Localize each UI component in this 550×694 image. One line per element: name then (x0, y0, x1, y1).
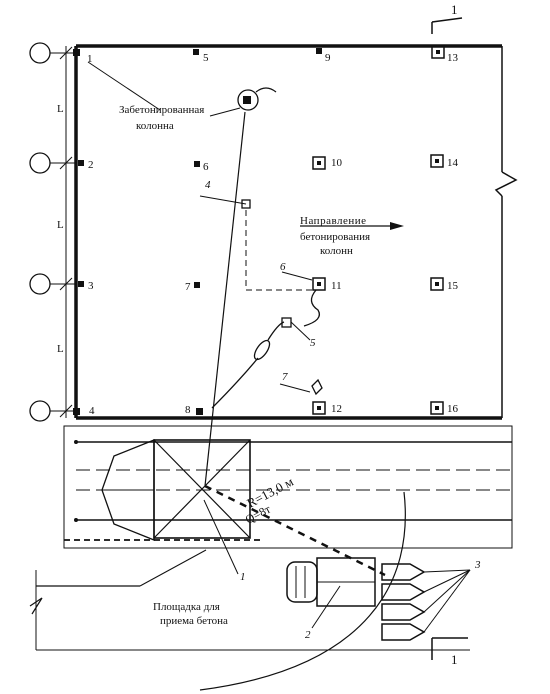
direction-label-3: колонн (320, 245, 353, 257)
column-formwork (430, 154, 444, 168)
concrete-truck (286, 557, 376, 607)
axis-markers: L L L (29, 42, 76, 422)
column-number: 4 (89, 405, 95, 417)
axis-spacing-label: L (57, 219, 64, 231)
columns (73, 45, 445, 415)
column-solid (78, 281, 84, 287)
vibrator-equipment: 5 (211, 289, 321, 409)
column-number: 16 (447, 403, 459, 415)
column-solid (194, 282, 200, 288)
tower-crane (101, 439, 251, 541)
column-number: 3 (88, 280, 94, 292)
item-5-label: 5 (310, 337, 316, 349)
column-number: 9 (325, 52, 331, 64)
building-outline (74, 44, 518, 420)
crane-swing-arc (199, 491, 406, 691)
column-number: 5 (203, 52, 209, 64)
section-mark-bottom: 1 (431, 637, 468, 667)
item-3-label: 3 (474, 559, 481, 571)
section-mark-bottom-label: 1 (451, 652, 458, 667)
column-solid (193, 49, 199, 55)
column-number: 6 (203, 161, 209, 173)
column-number-labels: 1 2 3 4 5 6 7 8 9 10 11 12 13 14 15 16 (87, 52, 459, 417)
concreted-column-label-1: Забетонированная (119, 104, 204, 116)
reception-label-1: Площадка для (153, 601, 220, 613)
item-6-label: 6 (280, 261, 286, 273)
column-number: 1 (87, 53, 93, 65)
item-4-marker: 4 (199, 179, 251, 209)
column-number: 14 (447, 157, 459, 169)
direction-label-1: Направление (300, 215, 367, 227)
crane-boom-line (204, 111, 246, 487)
column-number: 12 (331, 403, 342, 415)
concrete-buckets: 3 (381, 559, 481, 641)
axis-spacing-label: L (57, 343, 64, 355)
column-number: 11 (331, 280, 342, 292)
section-mark-top: 1 (431, 2, 463, 34)
crane-base (153, 439, 251, 539)
concrete-bucket (237, 87, 277, 111)
column-solid (316, 48, 322, 54)
section-mark-top-label: 1 (451, 2, 458, 17)
item-1-leader: 1 (203, 499, 246, 583)
axis-spacing-label: L (57, 103, 64, 115)
axis-bubble (29, 152, 51, 174)
reception-label-2: приема бетона (160, 615, 228, 627)
item-7-label: 7 (282, 371, 288, 383)
axis-bubble (29, 400, 51, 422)
column-solid (194, 161, 200, 167)
column-number: 13 (447, 52, 459, 64)
item-1-label: 1 (240, 571, 246, 583)
column-number: 15 (447, 280, 459, 292)
item-7-marker: 7 (279, 371, 323, 396)
column-formwork (430, 401, 444, 415)
direction-label-2: бетонирования (300, 231, 370, 243)
column-solid (73, 49, 80, 56)
column-formwork (312, 401, 326, 415)
reception-area: Площадка для приема бетона (29, 549, 470, 651)
concreted-column-callout: Забетонированная колонна (87, 61, 241, 132)
concreted-column-label-2: колонна (136, 120, 174, 132)
column-solid (78, 160, 84, 166)
item-2-label: 2 (305, 629, 311, 641)
column-number: 8 (185, 404, 191, 416)
column-formwork (312, 156, 326, 170)
item-2-leader: 2 (305, 585, 341, 641)
column-number: 10 (331, 157, 343, 169)
axis-bubble (29, 273, 51, 295)
column-formwork (431, 45, 445, 59)
column-formwork (430, 277, 444, 291)
dashed-route: 6 (245, 210, 313, 291)
axis-bubble (29, 42, 51, 64)
column-formwork (312, 277, 326, 291)
direction-annotation: Направление бетонирования колонн (300, 215, 404, 257)
column-solid (73, 408, 80, 415)
column-number: 2 (88, 159, 94, 171)
item-4-label: 4 (205, 179, 211, 191)
column-solid (196, 408, 203, 415)
radius-label: R=13,0 м (244, 474, 295, 511)
column-number: 7 (185, 281, 191, 293)
